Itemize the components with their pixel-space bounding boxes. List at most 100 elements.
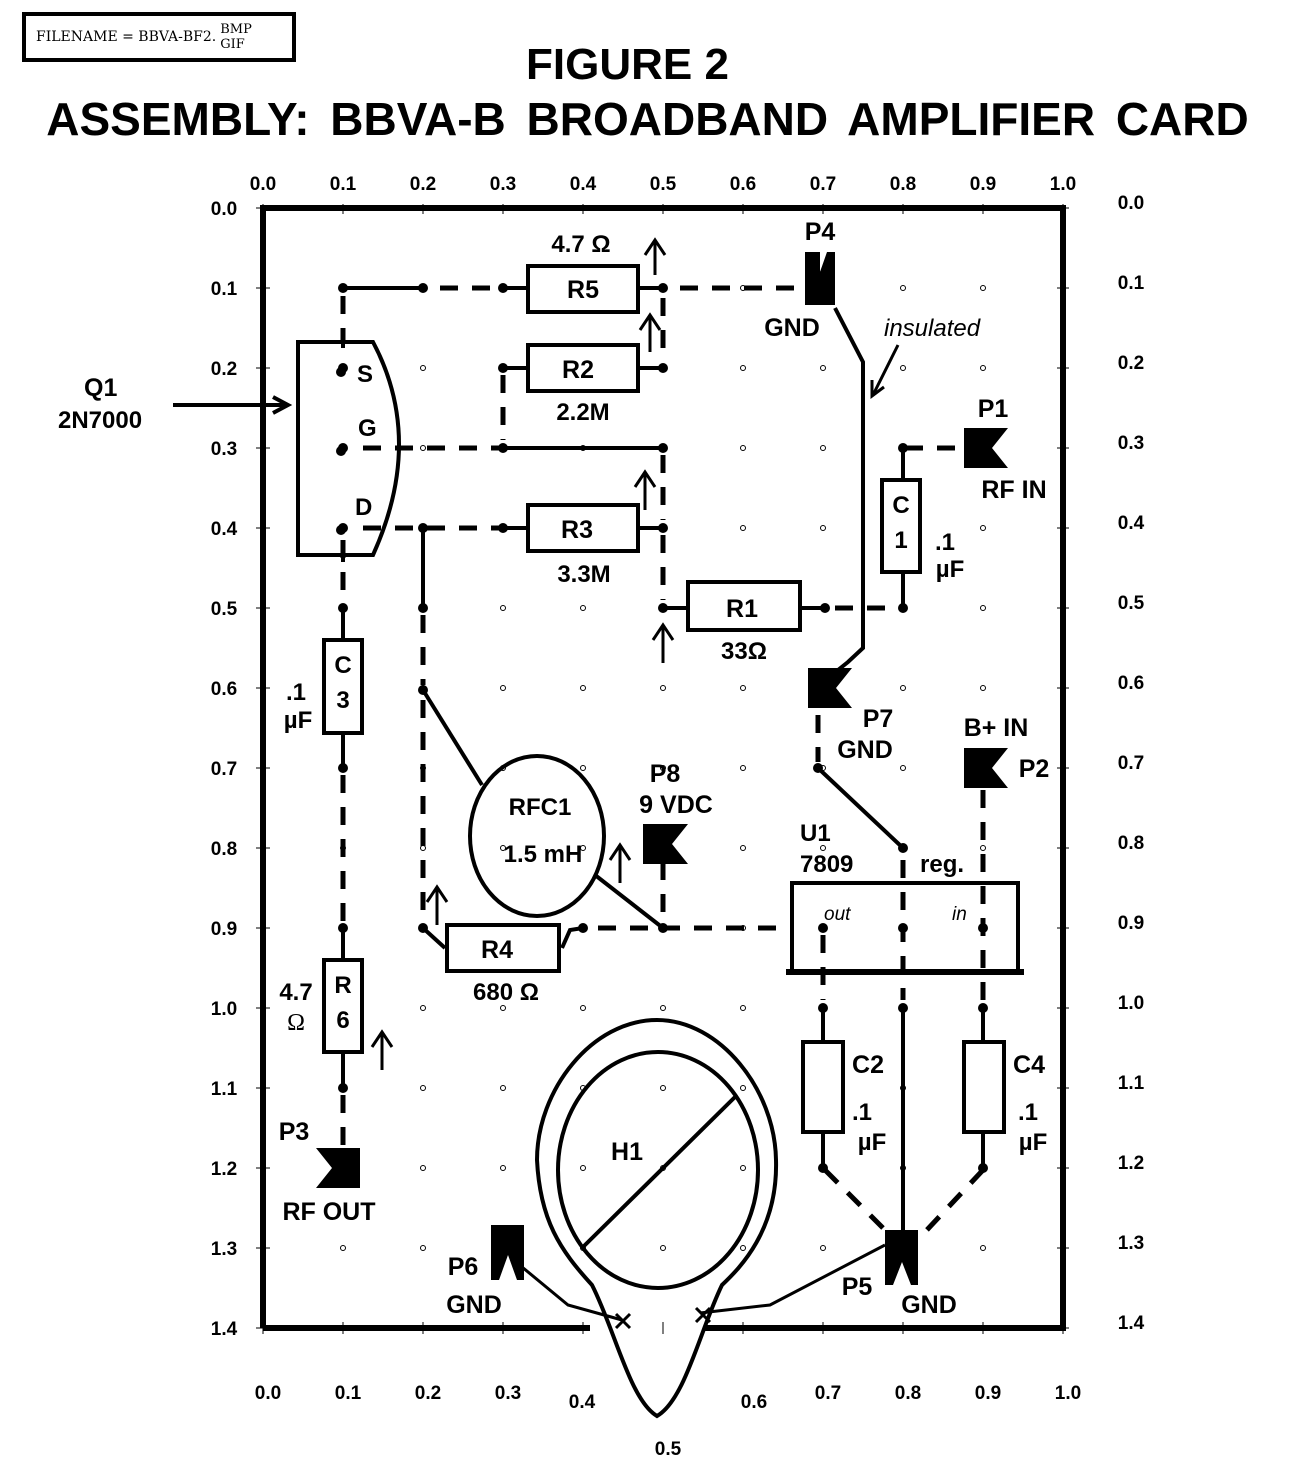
p3-name: P3 [279,1118,310,1146]
filename-label: FILENAME = BBVA-BF2. BMP GIF [22,12,296,62]
x-axis-bottom-tick-label: 0.2 [415,1383,441,1404]
r6-value: 4.7 [279,979,312,1006]
grid-hole [740,445,746,451]
regulator-u1[interactable]: U1 7809 reg. out in [786,820,1024,975]
grid-hole [580,1005,586,1011]
grid-hole [740,845,746,851]
c1-value-unit: µF [936,556,965,583]
resistor-r5[interactable]: R5 4.7 Ω [526,231,640,314]
arrow-up-icon [608,842,632,883]
grid-hole [660,765,666,771]
c3-label-number: 3 [336,687,349,714]
pad-p1[interactable]: P1 RF IN [964,395,1047,504]
capacitor-c2[interactable]: C2 .1 µF [801,1040,887,1156]
p1-name: P1 [978,395,1009,423]
grid-hole [660,1245,666,1251]
r2-value: 2.2M [556,399,609,426]
c3-value: .1 [286,679,306,706]
junction-dots [338,283,988,1173]
y-axis-right-tick-label: 0.1 [1118,273,1145,294]
grid-hole [820,525,826,531]
pad-p4[interactable]: P4 GND [764,218,835,342]
resistor-r6[interactable]: R 6 4.7 Ω [279,958,364,1054]
c1-label-number: 1 [894,527,907,554]
pad-p8[interactable]: P8 9 VDC [639,760,713,864]
y-axis-left-tick-label: 1.3 [211,1239,237,1260]
resistor-r1[interactable]: R1 33Ω [686,580,802,665]
y-axis-right-tick-label: 0.2 [1118,353,1144,374]
filename-prefix: FILENAME = BBVA-BF2. [36,29,217,45]
y-axis-right-tick-label: 0.8 [1118,833,1144,854]
p6-name: P6 [448,1253,479,1281]
x-axis-top-tick-label: 0.6 [730,174,756,195]
pad-p2[interactable]: P2 B+ IN [964,714,1050,788]
pad-p7[interactable]: P7 GND [808,668,893,764]
y-axis-left-tick-label: 0.6 [211,679,237,700]
y-axis-left-tick-label: 0.3 [211,439,237,460]
u1-pin-out: out [824,904,851,925]
y-axis-left-tick-label: 1.4 [211,1319,238,1340]
grid-hole [740,1005,746,1011]
r2-label: R2 [562,356,594,384]
inductor-rfc1[interactable]: RFC1 1.5 mH [468,754,606,918]
x-axis-bottom-tick-label: 0.1 [335,1383,362,1404]
resistor-r2[interactable]: R2 2.2M [526,343,640,426]
grid-hole [740,1165,746,1171]
x-axis-top-tick-label: 0.2 [410,174,436,195]
u1-pin-in: in [952,904,967,925]
y-axis-left-tick-label: 1.2 [211,1159,237,1180]
p7-name: P7 [863,705,894,733]
grid-hole [500,1085,506,1091]
x-axis-bottom-tick-label: 0.7 [815,1383,841,1404]
x-axis-bottom-tick-label: 0.3 [495,1383,521,1404]
capacitor-c1[interactable]: C 1 .1 µF [880,478,965,583]
resistor-r3[interactable]: R3 3.3M [526,503,640,588]
x-axis-bottom-tick-label: 0.4 [569,1392,596,1413]
arrow-up-icon [651,622,675,663]
y-axis-left-tick-label: 0.5 [211,599,238,620]
grid-hole [580,765,586,771]
x-axis-bottom-tick-label: 0.5 [655,1439,682,1460]
p4-desc: GND [764,314,820,342]
pad-p3[interactable]: P3 RF OUT [279,1118,376,1226]
c1-label-letter: C [892,492,909,519]
p2-desc: B+ IN [964,714,1029,742]
grid-hole [980,845,986,851]
h1-label: H1 [611,1138,643,1166]
p7-desc: GND [837,736,893,764]
grid-hole [740,1085,746,1091]
resistor-r4[interactable]: R4 680 Ω [445,923,561,1006]
grid-hole [580,845,586,851]
arrow-up-icon [633,469,657,510]
r3-label: R3 [561,516,593,544]
grid-hole [820,1245,826,1251]
figure-subtitle: ASSEMBLY: BBVA-B BROADBAND AMPLIFIER CAR… [46,93,1249,145]
c4-value: .1 [1018,1099,1038,1126]
grid-hole [580,685,586,691]
pad-p5[interactable]: P5 GND [842,1230,957,1319]
c2-label: C2 [852,1051,884,1079]
grid-hole [980,685,986,691]
x-axis-top-tick-label: 0.5 [650,174,677,195]
filename-ext-bmp: BMP [220,22,252,37]
r6-value-unit: Ω [287,1010,305,1036]
pad-p6[interactable]: P6 GND [446,1225,524,1319]
transistor-q1[interactable]: S G D [296,336,401,562]
grid-hole [660,685,666,691]
grid-hole [820,445,826,451]
x-axis-bottom-tick-label: 0.6 [741,1392,767,1413]
capacitor-c3[interactable]: C 3 .1 µF [284,638,364,735]
c2-value-unit: µF [858,1129,887,1156]
mounting-hole-h1[interactable]: H1 [534,1017,779,1419]
y-axis-left-tick-label: 0.1 [211,279,238,300]
capacitor-c4[interactable]: C4 .1 µF [962,1040,1047,1156]
y-axis-left-tick-label: 0.2 [211,359,237,380]
grid-hole [420,1245,426,1251]
p1-desc: RF IN [981,476,1046,504]
grid-hole [740,365,746,371]
grid-hole [980,525,986,531]
pin-label-drain: D [355,494,372,521]
x-axis-top-tick-label: 0.9 [970,174,996,195]
grid-hole [820,845,826,851]
